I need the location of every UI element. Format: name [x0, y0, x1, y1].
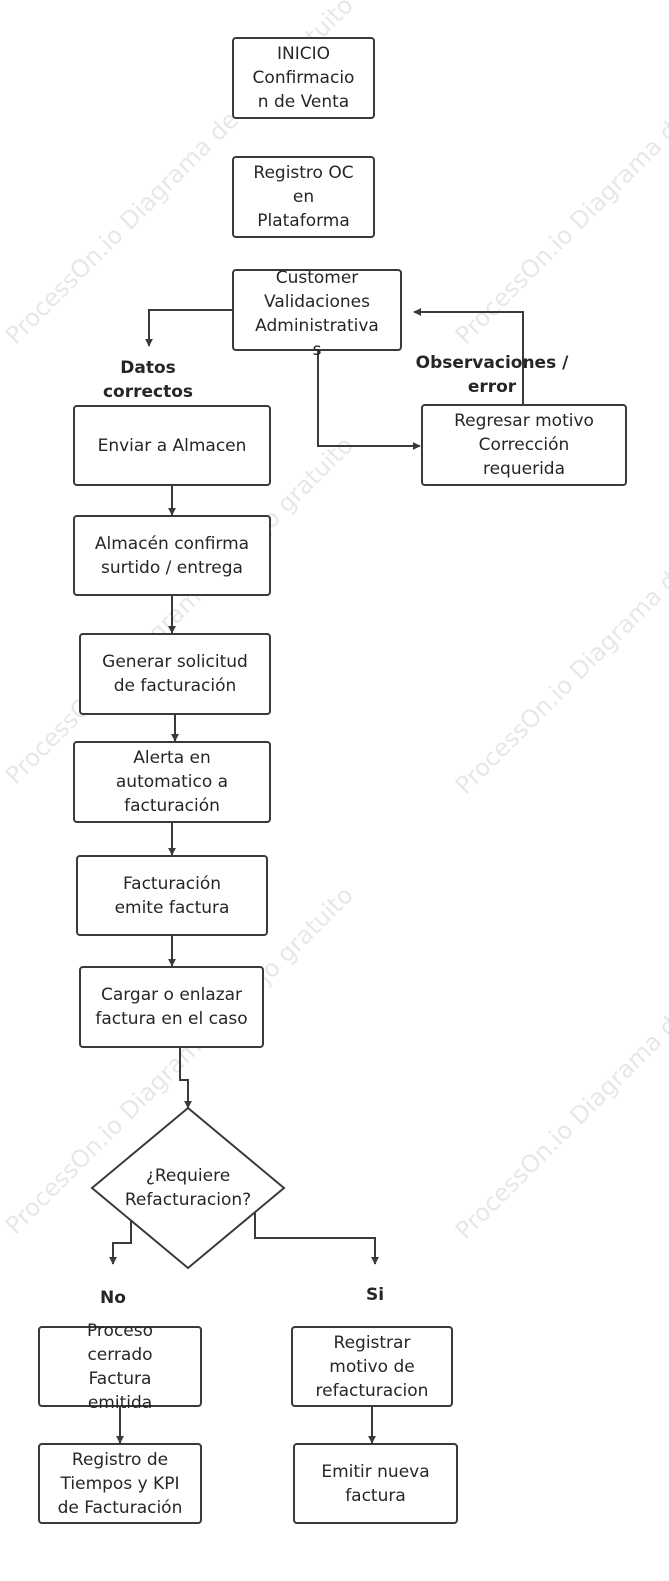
edge-customer-to-regresar-motivo — [317, 350, 421, 450]
edge-cargar-to-decision — [179, 1048, 192, 1109]
label-datos-correctos: Datos correctos — [102, 358, 194, 402]
node-cargar-factura-text: Cargar o enlazar factura en el caso — [95, 985, 248, 1029]
node-proceso-cerrado[interactable]: Proceso cerrado Factura emitida — [38, 1321, 202, 1413]
node-regresar-motivo[interactable]: Regresar motivo Corrección requerida — [421, 404, 627, 486]
node-emitir-nueva[interactable]: Emitir nueva factura — [293, 1443, 458, 1524]
node-facturacion-emite-text: Facturación emite factura — [114, 873, 230, 918]
edge-decision-to-no — [109, 1218, 132, 1265]
node-proceso-cerrado-text: Proceso cerrado Factura emitida — [86, 1320, 154, 1413]
node-registro-tiempos[interactable]: Registro de Tiempos y KPI de Facturación — [38, 1443, 202, 1524]
node-regresar-motivo-text: Regresar motivo Corrección requerida — [454, 411, 594, 479]
node-alerta[interactable]: Alerta en automatico a facturación — [73, 741, 271, 823]
node-enviar-almacen-text: Enviar a Almacen — [97, 435, 247, 456]
node-generar-solicitud[interactable]: Generar solicitud de facturación — [79, 633, 271, 715]
label-observaciones: Observaciones / error — [415, 353, 569, 397]
node-inicio[interactable]: INICIO Confirmacio n de Venta — [232, 37, 375, 119]
node-registro-tiempos-text: Registro de Tiempos y KPI de Facturación — [57, 1449, 183, 1518]
decision-diamond-shape — [90, 1106, 286, 1270]
node-facturacion-emite[interactable]: Facturación emite factura — [76, 855, 268, 936]
node-alerta-text: Alerta en automatico a facturación — [115, 748, 229, 816]
label-no: No — [100, 1288, 126, 1308]
node-almacen-confirma-text: Almacén confirma surtido / entrega — [94, 533, 250, 578]
node-customer[interactable]: Customer Validaciones Administrativa s — [232, 268, 402, 360]
edge-decision-to-si — [254, 1212, 379, 1265]
node-almacen-confirma[interactable]: Almacén confirma surtido / entrega — [73, 515, 271, 596]
node-inicio-text: INICIO Confirmacio n de Venta — [252, 44, 355, 112]
node-cargar-factura[interactable]: Cargar o enlazar factura en el caso — [79, 966, 264, 1048]
node-registrar-motivo[interactable]: Registrar motivo de refacturacion — [291, 1326, 453, 1407]
node-requiere-refacturacion[interactable]: ¿Requiere Refacturacion? — [124, 1166, 252, 1210]
edge-customer-to-datos-correctos — [145, 309, 233, 347]
node-generar-solicitud-text: Generar solicitud de facturación — [102, 652, 248, 696]
edge-regresar-motivo-to-customer — [413, 308, 524, 405]
node-emitir-nueva-text: Emitir nueva factura — [321, 1461, 430, 1506]
node-customer-text: Customer Validaciones Administrativa s — [255, 268, 379, 360]
label-si: Si — [365, 1285, 385, 1305]
node-registro-oc-text: Registro OC en Plataforma — [253, 163, 354, 231]
node-registrar-motivo-text: Registrar motivo de refacturacion — [315, 1332, 429, 1401]
node-enviar-almacen[interactable]: Enviar a Almacen — [73, 405, 271, 486]
node-registro-oc[interactable]: Registro OC en Plataforma — [232, 156, 375, 238]
